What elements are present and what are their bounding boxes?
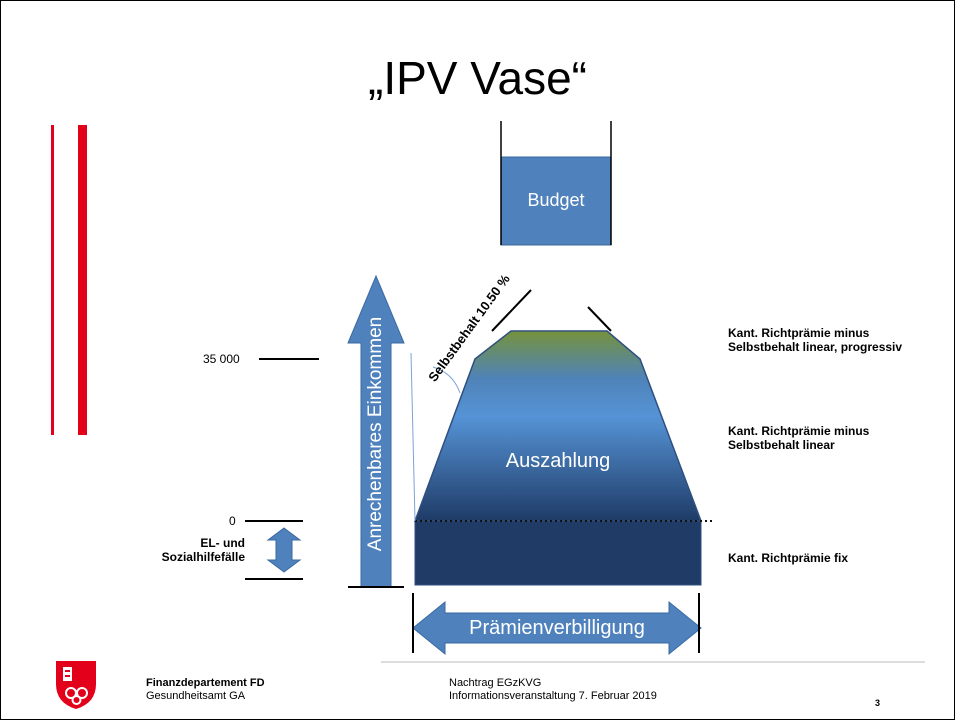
footer-dept-name: Finanzdepartement FD [146, 677, 265, 689]
right-label-mid: Kant. Richtprämie minus Selbstbehalt lin… [728, 424, 869, 452]
tick-0-label: 0 [229, 514, 236, 528]
auszahlung-label: Auszahlung [505, 450, 611, 472]
right-label-top-line1: Kant. Richtprämie minus [728, 326, 870, 340]
footer-event-line1: Nachtrag EGzKVG [449, 677, 542, 689]
angle-ref-line [410, 352, 416, 522]
horizontal-arrow [412, 600, 702, 656]
vertical-arrow [347, 274, 405, 588]
red-bar-thick [78, 125, 87, 435]
tick-35000-label: 35 000 [203, 352, 240, 366]
budget-box [500, 156, 612, 246]
vertical-arrow-label: Anrechenbares Einkommen [365, 316, 386, 552]
page-number: 3 [875, 698, 881, 708]
footer-dept-sub: Gesundheitsamt GA [146, 690, 246, 702]
vase-lip-right [587, 306, 612, 332]
el-double-arrow [266, 527, 302, 573]
canton-logo [56, 661, 96, 709]
right-label-bottom: Kant. Richtprämie fix [728, 551, 849, 565]
right-label-top: Kant. Richtprämie minus Selbstbehalt lin… [728, 326, 902, 354]
el-label-line1: EL- und [200, 536, 245, 550]
footer-event: Nachtrag EGzKVG Informationsveranstaltun… [449, 677, 657, 703]
vase-lip-left [491, 289, 532, 332]
vase-upper [413, 330, 703, 522]
el-label: EL- und Sozialhilfefälle [141, 536, 245, 564]
el-label-line2: Sozialhilfefälle [161, 550, 245, 564]
budget-label: Budget [527, 190, 585, 210]
right-label-top-line2: Selbstbehalt linear, progressiv [728, 340, 903, 354]
page-title: „IPV Vase“ [368, 52, 587, 104]
right-label-mid-line2: Selbstbehalt linear [728, 438, 835, 452]
right-label-mid-line1: Kant. Richtprämie minus [728, 424, 870, 438]
horizontal-arrow-label: Prämienverbilligung [469, 617, 645, 639]
red-bar-thin [51, 125, 54, 435]
vase-base [414, 520, 702, 586]
footer-dept: Finanzdepartement FD Gesundheitsamt GA [146, 677, 265, 703]
footer-event-line2: Informationsveranstaltung 7. Februar 201… [449, 690, 657, 702]
angle-arc [432, 366, 461, 394]
